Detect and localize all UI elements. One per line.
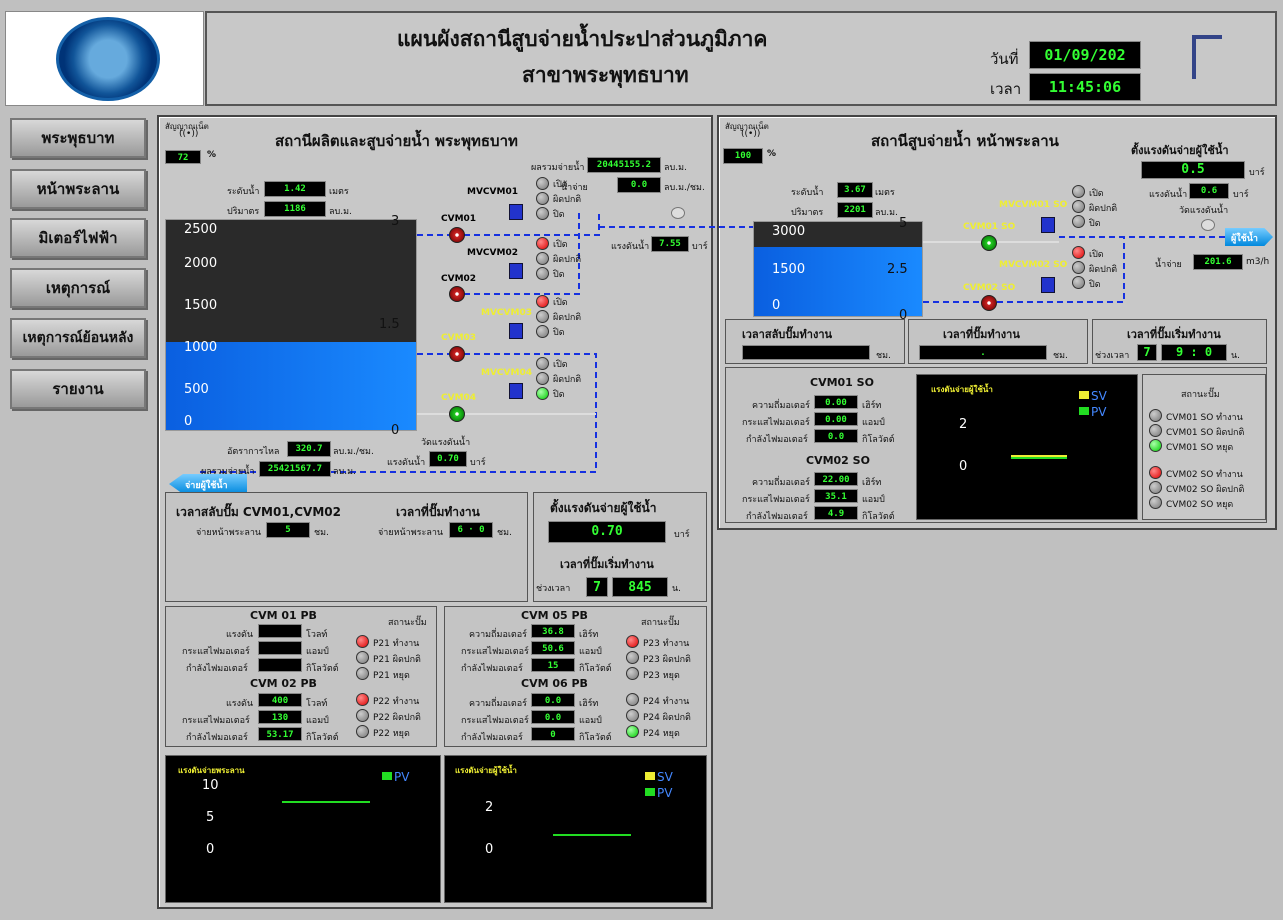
date-display: 01/09/202 (1029, 41, 1141, 69)
cvm-pb-left-box: CVM 01 PB สถานะปั๊ม แรงดันโวลท์ กระแสไฟม… (165, 606, 437, 747)
nav-events[interactable]: เหตุการณ์ (10, 268, 146, 308)
nav-electric-meter[interactable]: มิเตอร์ไฟฟ้า (10, 218, 146, 258)
valve-mvcvm03-icon[interactable] (509, 323, 523, 339)
signal-value: 72 (165, 150, 201, 164)
logo-box (5, 11, 204, 106)
right-signal-value: 100 (723, 148, 763, 164)
nav-report[interactable]: รายงาน (10, 369, 146, 409)
right-pressure: 0.6 (1189, 183, 1229, 199)
company-logo-icon (1192, 35, 1222, 79)
pump-cvm02so-icon[interactable] (981, 295, 997, 311)
left-inflow: 320.7 (287, 441, 331, 457)
date-label: วันที่ (990, 50, 1019, 68)
right-setpoint[interactable]: 0.5 (1141, 161, 1245, 179)
signal-icon: ((•)) (179, 129, 199, 139)
left-pipes (199, 209, 715, 473)
header-bar: แผนผังสถานีสูบจ่ายน้ำประปาส่วนภูมิภาค สา… (205, 11, 1277, 106)
valve-mvcvm04-icon[interactable] (509, 383, 523, 399)
page-title: แผนผังสถานีสูบจ่ายน้ำประปาส่วนภูมิภาค (397, 27, 768, 51)
right-tank: 3000 1500 0 (753, 221, 923, 317)
right-station-panel: สัญญาณเน็ต ((•)) 100 % สถานีสูบจ่ายน้ำ ห… (717, 115, 1277, 530)
left-measured-pressure: 0.70 (429, 451, 467, 467)
pump-cvm02-icon[interactable] (449, 286, 465, 302)
right-flow: 201.6 (1193, 254, 1243, 270)
valve-mvcvm02so-icon[interactable] (1041, 277, 1055, 293)
signal-icon: ((•)) (741, 129, 761, 139)
page-subtitle: สาขาพระพุทธบาท (522, 63, 689, 87)
left-setpoint-section: ตั้งแรงดันจ่ายผู้ใช้น้ำ 0.70 บาร์ เวลาที… (533, 492, 707, 602)
left-flow: 0.0 (617, 177, 661, 193)
user-arrow (1225, 228, 1273, 246)
trend-user-pressure: แรงดันจ่ายผู้ใช้น้ำ SV PV 2 0 (444, 755, 707, 903)
right-switch-time: เวลาสลับปั๊มทำงาน ชม. (725, 319, 905, 364)
right-pump-status: สถานะปั๊ม CVM01 SO ทำงาน CVM01 SO ผิดปกต… (1142, 374, 1266, 520)
left-tank-water (166, 341, 416, 430)
right-volume: 2201 (837, 202, 873, 218)
nav-phraphutthabat[interactable]: พระพุธบาท (10, 118, 146, 158)
trend1-pv-line (282, 801, 370, 803)
right-run-time: เวลาที่ปั๊มทำงาน . ชม. (908, 319, 1088, 364)
left-switch-time: เวลาสลับปั๊ม CVM01,CVM02 จ่ายหน้าพระลาน … (165, 492, 528, 602)
pwa-seal-icon (56, 17, 160, 101)
nav-naphralan[interactable]: หน้าพระลาน (10, 169, 146, 209)
left-setpoint[interactable]: 0.70 (548, 521, 666, 543)
valve-mvcvm02-icon[interactable] (509, 263, 523, 279)
time-label: เวลา (990, 80, 1022, 98)
pump-cvm04-icon[interactable] (449, 406, 465, 422)
time-display: 11:45:06 (1029, 73, 1141, 101)
left-tank: 2500 2000 1500 1000 500 0 (165, 219, 417, 431)
right-start-time: เวลาที่ปั๊มเริ่มทำงาน ช่วงเวลา 7 9 : 0 น… (1092, 319, 1267, 364)
left-station-title: สถานีผลิตและสูบจ่ายน้ำ พระพุทธบาท (275, 132, 518, 150)
trend-phralan-pressure: แรงดันจ่ายพระลาน PV 10 5 0 (165, 755, 441, 903)
left-volume: 1186 (264, 201, 326, 217)
pressure-gauge-icon (671, 207, 685, 219)
nav-event-history[interactable]: เหตุการณ์ย้อนหลัง (10, 318, 146, 358)
valve-mvcvm01so-icon[interactable] (1041, 217, 1055, 233)
right-tank-water (754, 247, 922, 316)
pump-cvm03-icon[interactable] (449, 346, 465, 362)
signal-label: สัญญาณเน็ต (165, 122, 209, 131)
out-arrow (169, 474, 247, 494)
trend2-pv-line (553, 834, 631, 836)
left-level: 1.42 (264, 181, 326, 197)
left-pressure: 7.55 (651, 236, 689, 252)
pressure-gauge-icon (1201, 219, 1215, 231)
left-station-panel: สัญญาณเน็ต ((•)) 72 % สถานีผลิตและสูบจ่า… (157, 115, 715, 909)
valve-mvcvm01-icon[interactable] (509, 204, 523, 220)
right-station-title: สถานีสูบจ่ายน้ำ หน้าพระลาน (871, 132, 1059, 150)
right-level: 3.67 (837, 182, 873, 198)
pump-cvm01-icon[interactable] (449, 227, 465, 243)
pump-cvm01so-icon[interactable] (981, 235, 997, 251)
right-trend: แรงดันจ่ายผู้ใช้น้ำ SV PV 2 0 (916, 374, 1138, 520)
left-total-out: 25421567.7 (259, 461, 331, 477)
left-cumulative: 20445155.2 (587, 157, 661, 173)
right-pipes (719, 226, 1229, 303)
